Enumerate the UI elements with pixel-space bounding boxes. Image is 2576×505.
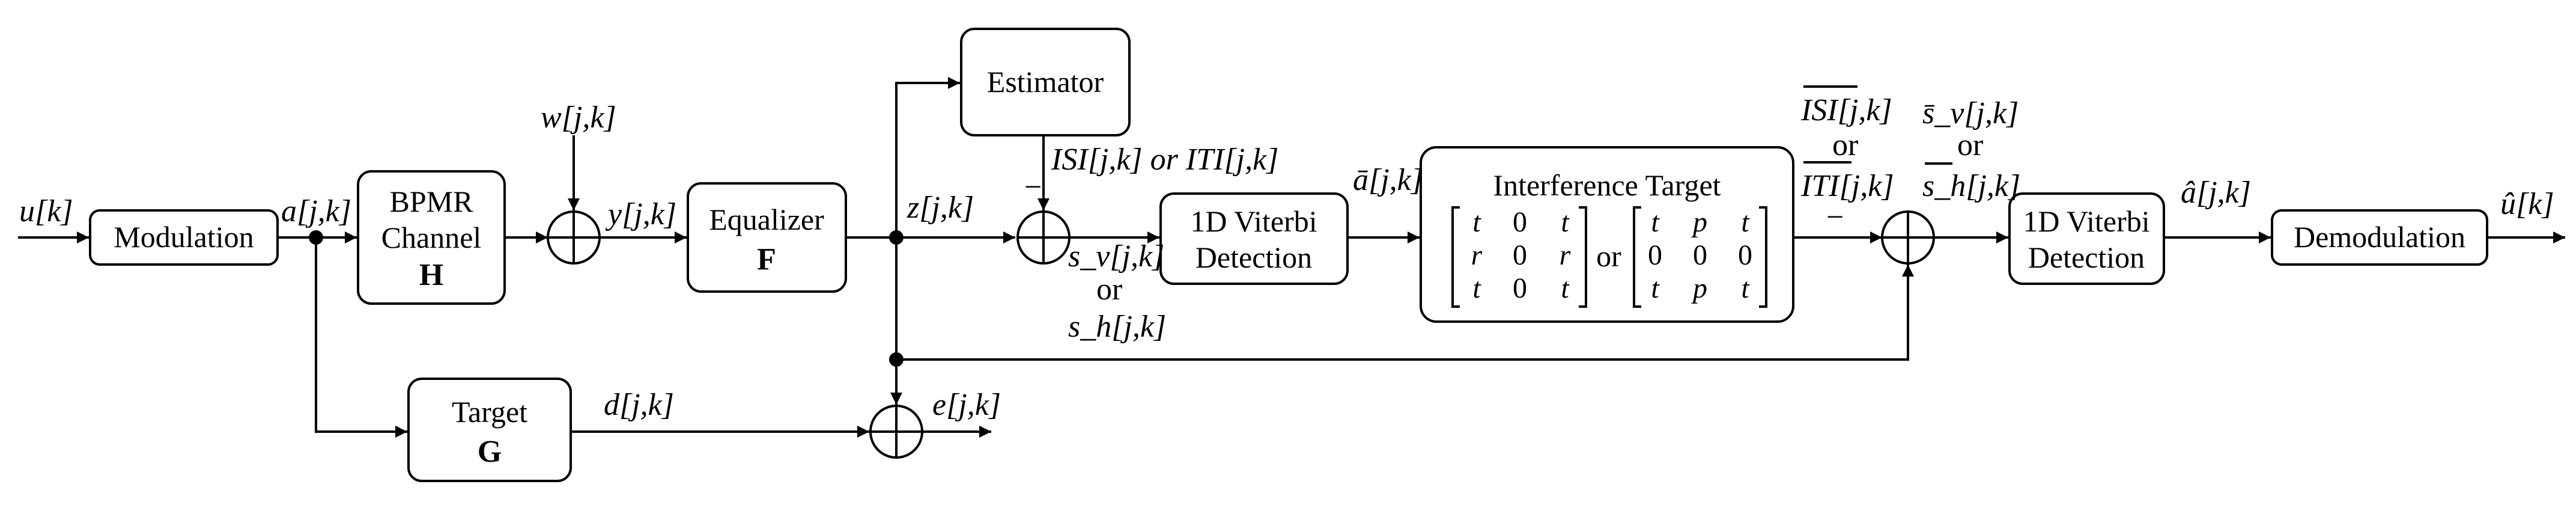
bpmr-channel-block: BPMR Channel H (357, 170, 506, 305)
left-matrix-cell: t (1561, 272, 1570, 304)
left-matrix-cell: t (1561, 206, 1570, 238)
right-matrix-bracket-open (1633, 206, 1641, 308)
sum-junction-estimator (1016, 210, 1071, 265)
signal-d-label: d[j,k] (604, 388, 674, 422)
junction-dot-z-lower (889, 352, 904, 367)
signal-ahat-label: â[j,k] (2181, 176, 2251, 210)
wire-z-to-sum3 (895, 237, 1914, 361)
left-matrix-bracket-close (1579, 206, 1587, 308)
left-matrix-cell: 0 (1513, 272, 1527, 304)
estimator-block: Estimator (960, 28, 1131, 136)
signal-isi-iti-label: ISI[j,k] or ITI[j,k] (1051, 142, 1278, 177)
signal-labels: u[k] a[j,k] w[j,k] y[j,k] z[j,k] ISI[j,k… (19, 85, 2554, 422)
viterbi-detection-block-2: 1D Viterbi Detection (2008, 192, 2165, 285)
target-block: Target G (407, 378, 572, 482)
equalizer-symbol: F (757, 242, 776, 277)
minus-sign-estimator: − (1024, 170, 1042, 204)
right-matrix-cell: p (1691, 206, 1707, 238)
signal-or-label-3: or (1957, 128, 1983, 162)
demodulation-label: Demodulation (2294, 220, 2465, 254)
signal-sh-bar-label: s_h[j,k] (1922, 169, 2020, 203)
left-matrix-cell: t (1472, 272, 1481, 304)
signal-u-label: u[k] (19, 194, 73, 228)
viterbi2-label-line1: 1D Viterbi (2023, 204, 2149, 238)
interference-target-title: Interference Target (1493, 168, 1721, 202)
left-matrix-bracket-open (1451, 206, 1460, 308)
channel-symbol: H (419, 258, 443, 292)
right-matrix-cell: t (1651, 272, 1660, 304)
matrix-or-label: or (1596, 239, 1621, 273)
modulation-label: Modulation (114, 220, 254, 254)
target-symbol: G (478, 435, 502, 469)
junction-dot-z (889, 230, 904, 245)
right-matrix-cell: 0 (1738, 239, 1752, 271)
signal-y-label: y[j,k] (605, 197, 676, 231)
viterbi1-label-line1: 1D Viterbi (1190, 204, 1317, 238)
signal-a-label: a[j,k] (281, 194, 351, 228)
signal-w-label: w[j,k] (541, 100, 616, 135)
right-matrix-cell: t (1651, 206, 1660, 238)
signal-iti-bar-label: ITI[j,k] (1800, 169, 1894, 203)
target-label: Target (452, 395, 527, 429)
sum-junction-noise (547, 210, 601, 265)
viterbi1-label-line2: Detection (1195, 240, 1312, 274)
signal-sv-bar-label: s̄_v[j,k] (1922, 96, 2019, 130)
signal-or-label-1: or (1096, 272, 1122, 307)
sum-junction-error (869, 405, 923, 459)
minus-sign-interference: − (1826, 200, 1844, 234)
signal-uhat-label: û[k] (2500, 187, 2554, 221)
equalizer-label: Equalizer (709, 203, 824, 236)
signal-abar-label: ā[j,k] (1353, 163, 1423, 197)
signal-or-label-2: or (1832, 128, 1858, 162)
modulation-block: Modulation (89, 209, 279, 266)
left-matrix-cell: 0 (1513, 206, 1527, 238)
signal-e-label: e[j,k] (932, 388, 1001, 422)
interference-target-block: Interference Target t 0 t r 0 r t 0 t or… (1420, 146, 1794, 323)
viterbi2-label-line2: Detection (2028, 240, 2145, 274)
left-matrix-cell: r (1471, 239, 1483, 271)
wire-z-to-estimator (895, 77, 960, 237)
sum-junction-interference (1881, 210, 1935, 265)
signal-z-label: z[j,k] (907, 191, 974, 225)
signal-sv-label: s_v[j,k] (1068, 239, 1164, 274)
signal-isi-bar-label: ISI[j,k] (1800, 93, 1892, 127)
viterbi-detection-block-1: 1D Viterbi Detection (1159, 192, 1349, 285)
demodulation-block: Demodulation (2271, 209, 2488, 266)
right-matrix-cell: 0 (1693, 239, 1707, 271)
right-matrix-cell: 0 (1648, 239, 1662, 271)
right-matrix-cell: t (1741, 206, 1750, 238)
estimator-label: Estimator (987, 65, 1104, 99)
right-matrix-cell: t (1741, 272, 1750, 304)
equalizer-block: Equalizer F (687, 182, 847, 293)
right-matrix-cell: p (1691, 272, 1707, 304)
wire-a-to-target (315, 237, 407, 438)
right-matrix: t p t 0 0 0 t p t (1648, 206, 1752, 304)
channel-label-line2: Channel (381, 221, 482, 254)
channel-label-line1: BPMR (390, 185, 474, 218)
left-matrix-cell: 0 (1513, 239, 1527, 271)
junction-dot-a (309, 230, 323, 245)
left-matrix: t 0 t r 0 r t 0 t (1471, 206, 1571, 304)
right-matrix-bracket-close (1759, 206, 1767, 308)
left-matrix-cell: r (1560, 239, 1571, 271)
signal-sh-label: s_h[j,k] (1068, 310, 1166, 344)
wires (18, 77, 2565, 438)
left-matrix-cell: t (1472, 206, 1481, 238)
